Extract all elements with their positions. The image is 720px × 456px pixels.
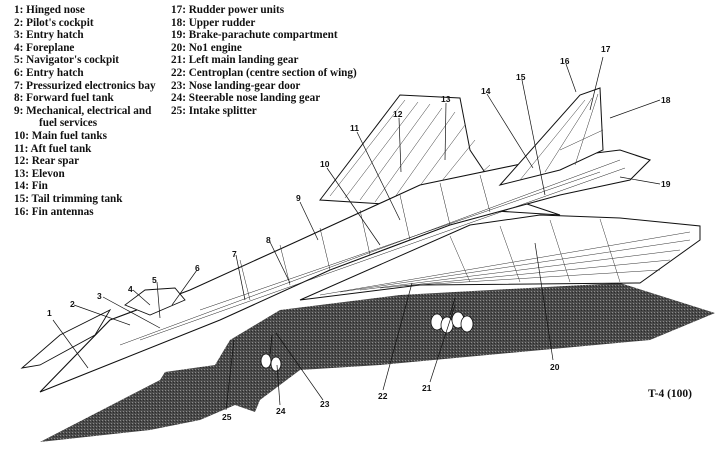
legend-right: 17: Rudder power units 18: Upper rudder … [171, 4, 357, 117]
callout-10: 10 [320, 159, 330, 169]
legend-item: 1: Hinged nose [14, 4, 85, 16]
callout-25: 25 [222, 412, 232, 422]
legend-item: 10: Main fuel tanks [14, 129, 107, 142]
legend-item: 23: Nose landing-gear door [171, 79, 301, 92]
legend-item: 20: No1 engine [171, 41, 242, 54]
callout-12: 12 [393, 109, 403, 119]
callout-13: 13 [441, 94, 451, 104]
legend-item: 6: Entry hatch [14, 66, 84, 79]
callout-18: 18 [661, 95, 671, 105]
legend-item: 15: Tail trimming tank [14, 192, 123, 205]
legend-item: 5: Navigator's cockpit [14, 54, 120, 67]
callout-20: 20 [550, 362, 560, 372]
callout-9: 9 [296, 193, 301, 203]
legend-item: 18: Upper rudder [171, 16, 256, 29]
legend-item: 21: Left main landing gear [171, 54, 299, 67]
callout-22: 22 [378, 391, 388, 401]
legend-item: 4: Foreplane [14, 41, 75, 54]
fuselage [39, 149, 652, 393]
legend-item: 19: Brake-parachute compartment [171, 29, 338, 42]
callout-24: 24 [276, 406, 286, 416]
callout-3: 3 [97, 291, 102, 301]
wing-upper [319, 94, 561, 216]
diagram-caption: T-4 (100) [648, 388, 692, 400]
wing-lower [299, 214, 701, 301]
callout-1: 1 [47, 308, 52, 318]
legend-item: 24: Steerable nose landing gear [171, 92, 321, 105]
callout-21: 21 [422, 383, 432, 393]
callout-19: 19 [661, 179, 671, 189]
legend-item: 8: Forward fuel tank [14, 92, 114, 105]
callout-5: 5 [152, 275, 157, 285]
legend-item: 7: Pressurized electronics bay [14, 79, 156, 92]
leader-lines [52, 56, 661, 411]
callout-11: 11 [350, 123, 359, 133]
legend-item: 22: Centroplan (centre section of wing) [171, 66, 357, 79]
callout-14: 14 [481, 86, 491, 96]
fin [498, 87, 604, 186]
callout-16: 16 [560, 56, 570, 66]
callout-17: 17 [601, 44, 611, 54]
callout-8: 8 [266, 235, 271, 245]
callout-2: 2 [70, 299, 75, 309]
legend-item: 16: Fin antennas [14, 205, 94, 218]
legend-item: 11: Aft fuel tank [14, 142, 92, 155]
legend-item: 14: Fin [14, 180, 48, 193]
ground-shadow [40, 283, 715, 442]
callout-6: 6 [195, 263, 200, 273]
legend-item: 12: Rear spar [14, 155, 80, 168]
callout-15: 15 [516, 72, 526, 82]
legend-item: 3: Entry hatch [14, 29, 84, 42]
hinged-nose [20, 308, 112, 369]
legend-left: 1: Hinged nose 2: Pilot's cockpit 3: Ent… [14, 4, 156, 218]
callout-23: 23 [320, 399, 330, 409]
nose-landing-gear [260, 334, 282, 372]
legend-item: 2: Pilot's cockpit [14, 16, 94, 29]
callout-4: 4 [128, 284, 133, 294]
callout-7: 7 [232, 249, 237, 259]
legend-item: 25: Intake splitter [171, 104, 257, 117]
legend-item: 17: Rudder power units [171, 4, 285, 16]
legend-item: 13: Elevon [14, 167, 65, 180]
